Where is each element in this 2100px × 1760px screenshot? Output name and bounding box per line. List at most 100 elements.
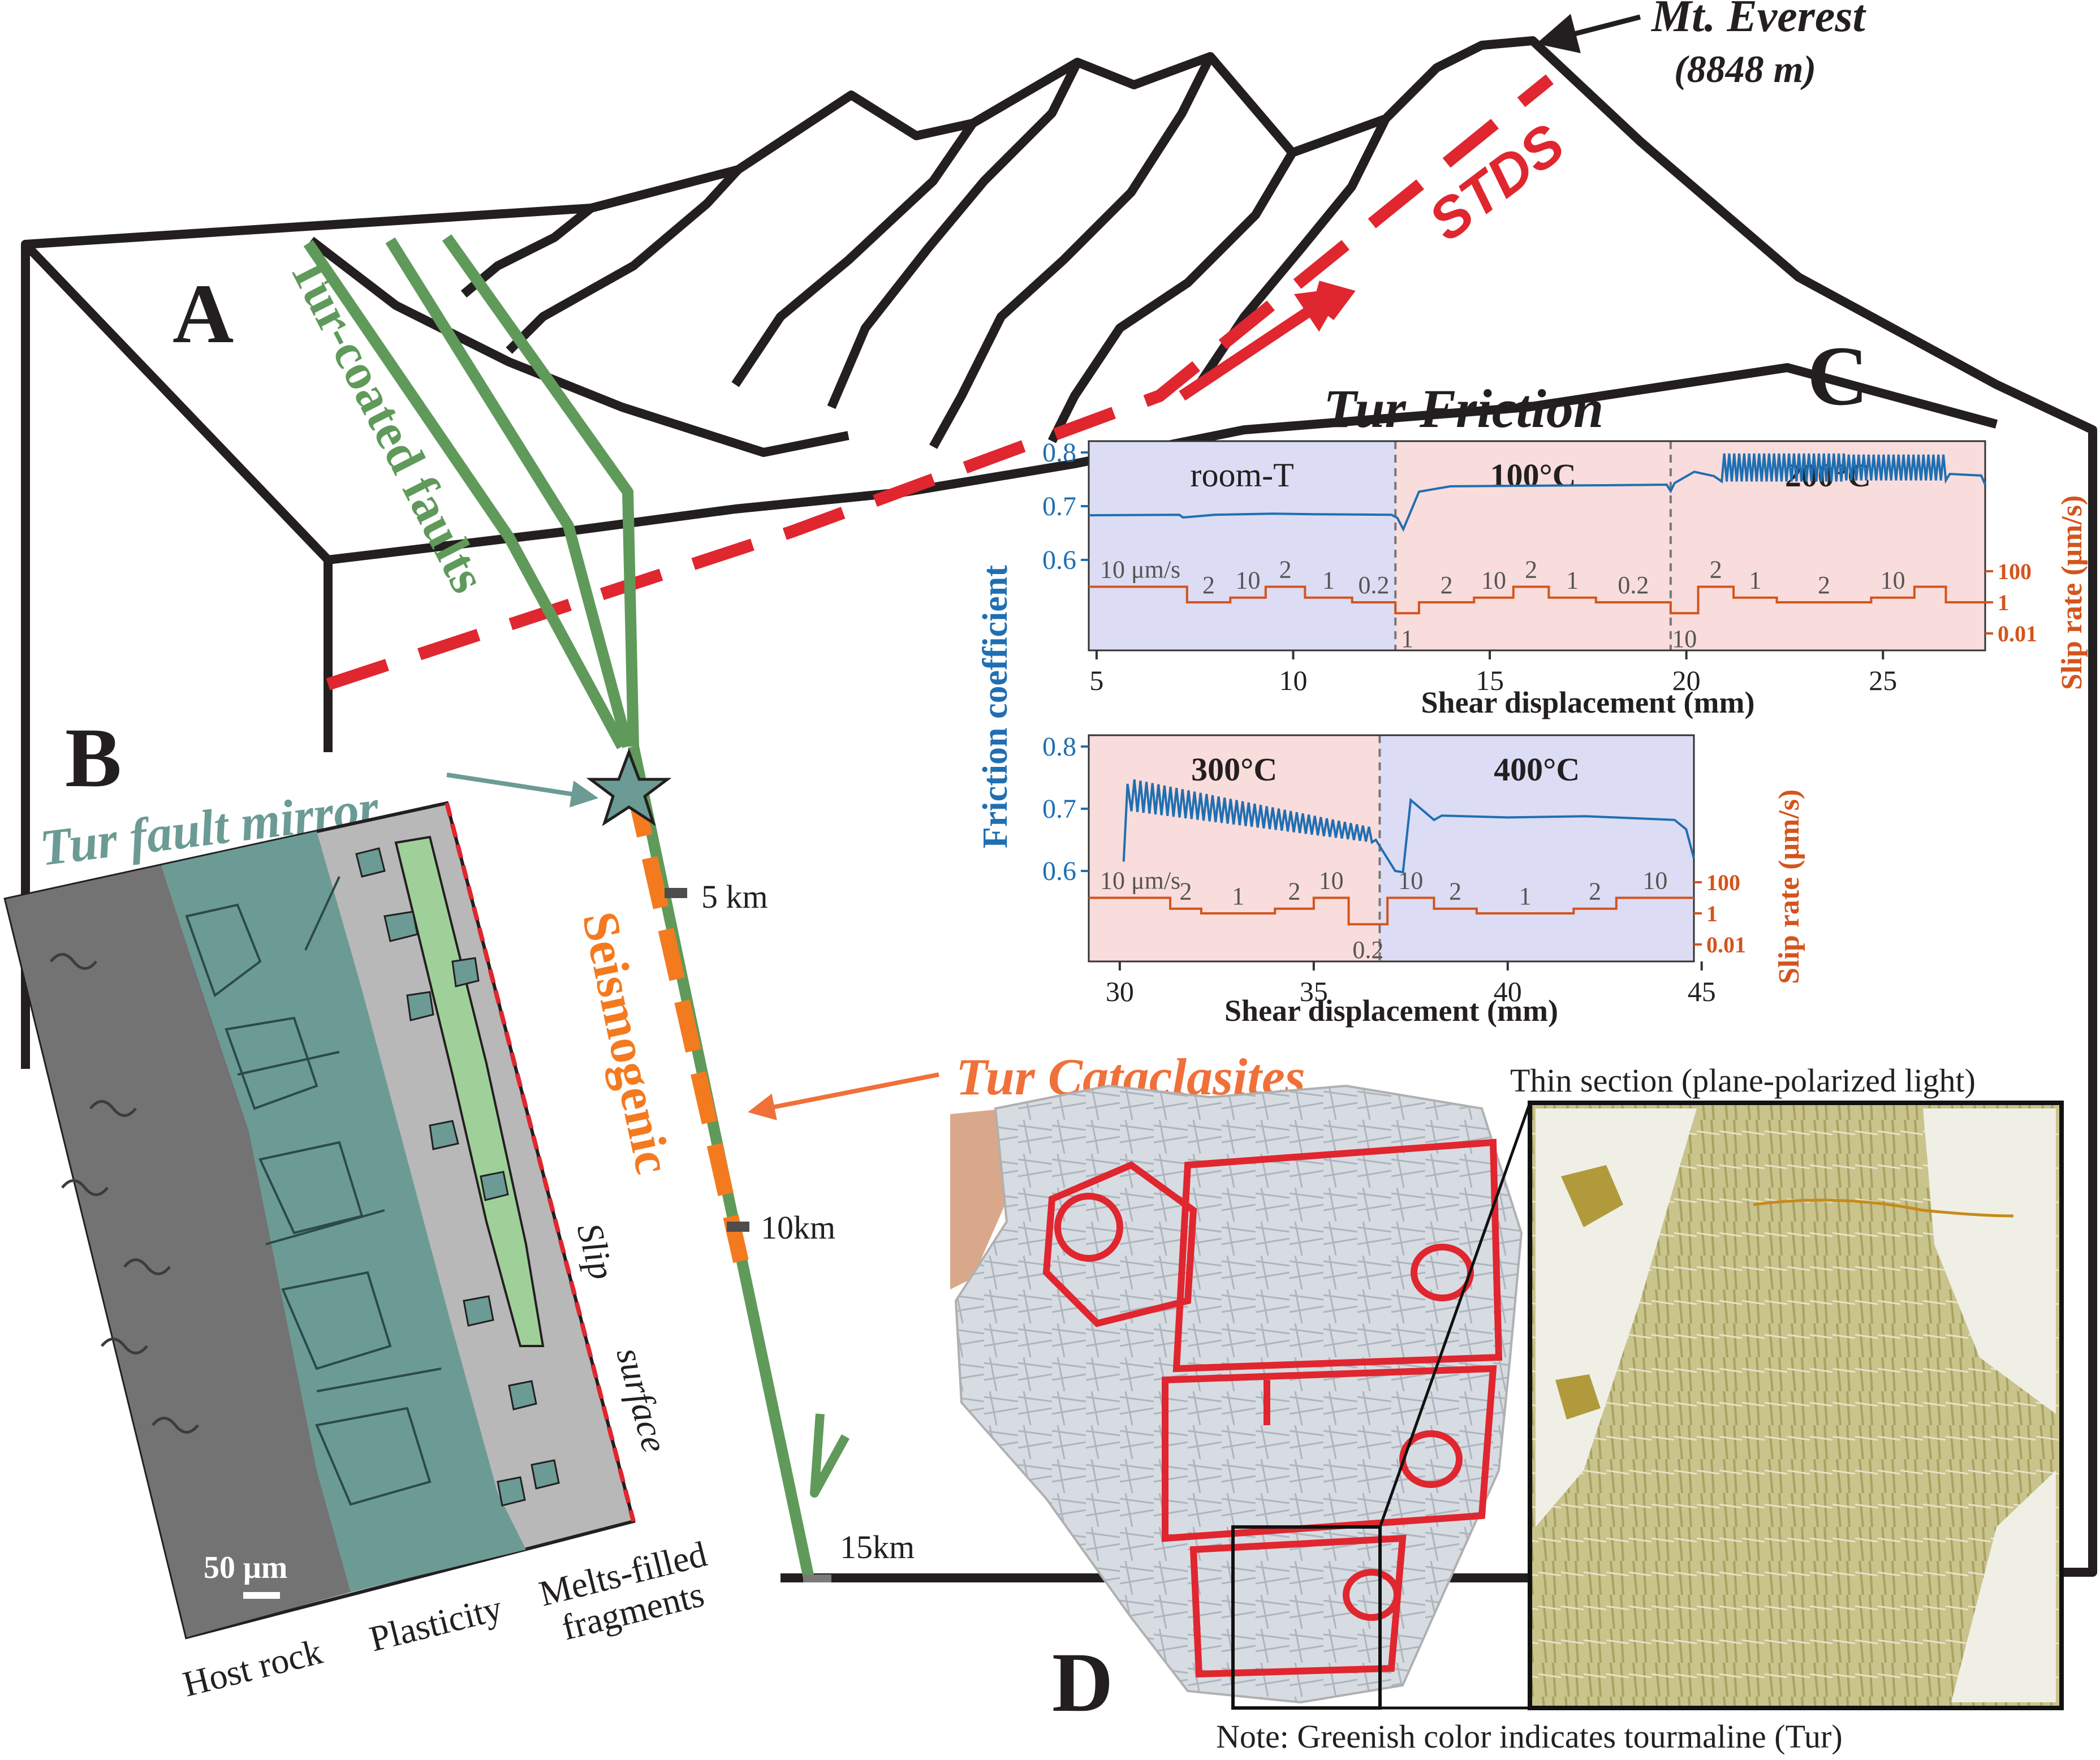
- y-tick-label-0: 0.6: [1042, 545, 1076, 575]
- zoom-box: [1231, 1525, 1382, 1710]
- zoom-line-top: [1378, 1102, 1532, 1528]
- x-tick-label-0: 5: [1089, 665, 1103, 696]
- rate-label-6: 10: [1398, 867, 1423, 895]
- rate-label-9: 2: [1589, 878, 1601, 905]
- zone-label-0: room-T: [1190, 456, 1293, 494]
- seismogenic-zone: [626, 784, 749, 1263]
- rate-label-16: 10: [1881, 567, 1905, 594]
- panel-d-label: D: [1052, 1636, 1113, 1729]
- x-axis-label: Shear displacement (mm): [1421, 685, 1755, 719]
- stds-label: STDS: [1417, 112, 1576, 253]
- x-tick-label-1: 10: [1279, 665, 1307, 696]
- slip-label: Slip: [569, 1219, 622, 1284]
- rate-label-10: 10: [1642, 867, 1667, 895]
- rate-label-4: 10: [1319, 867, 1344, 895]
- rate-label-1: 2: [1179, 878, 1192, 905]
- x-tick-label-1: 35: [1300, 976, 1328, 1007]
- y2-tick-label-1: 1: [1998, 590, 2009, 615]
- fault-mirror-arrow: [446, 773, 598, 808]
- slip-rate-series-line: [1089, 585, 1985, 615]
- friction-series-line: [1088, 453, 1986, 532]
- x-tick-label-2: 15: [1476, 665, 1504, 696]
- mountain-ridge-1: [308, 236, 850, 457]
- rate-label-8: 1: [1519, 882, 1532, 910]
- zone-label-1: 400°C: [1494, 751, 1580, 788]
- depth-10-label: 10km: [761, 1209, 835, 1246]
- rate-label-2: 1: [1232, 882, 1244, 910]
- zone-bg-1: [1379, 735, 1694, 961]
- rate-label-1: 2: [1202, 571, 1215, 599]
- x-tick-label-0: 30: [1106, 976, 1134, 1007]
- fault-mirror-panel: 50 μm: [3, 801, 636, 1640]
- y2-tick-label-2: 0.01: [1706, 932, 1746, 957]
- slip-surface-line: [445, 802, 636, 1522]
- plasticity-zone: [161, 831, 526, 1592]
- zone-label-0: 300°C: [1191, 751, 1277, 788]
- rate-label-4: 1: [1322, 567, 1335, 594]
- y2-tick-label-0: 100: [1998, 559, 2032, 584]
- thin-section-photo: [1528, 1101, 2064, 1710]
- rate-label-7: 2: [1449, 878, 1461, 905]
- mountain-ridge-5: [827, 60, 1082, 409]
- thin-section-tur-grains: [1555, 1165, 1623, 1420]
- rate-label-3: 2: [1279, 556, 1292, 584]
- plasticity-grains: [185, 876, 442, 1506]
- ridge-front-line: [327, 363, 1998, 564]
- y2-tick-label-1: 1: [1706, 901, 1718, 926]
- rate-label-6: 1: [1401, 625, 1413, 653]
- y2-tick-label-0: 100: [1706, 870, 1740, 895]
- cataclasite-sample-photo: [950, 1084, 1532, 1710]
- slip-rate-series-line: [1089, 896, 1694, 926]
- rate-label-7: 2: [1441, 571, 1453, 599]
- rate-label-3: 2: [1288, 878, 1301, 905]
- mountain-ridge-6: [929, 54, 1215, 449]
- everest-arrow: [1536, 14, 1641, 54]
- stds-fault: [326, 74, 1554, 691]
- host-rock-zone: [6, 865, 351, 1637]
- panel-b-label: B: [65, 711, 122, 805]
- cataclasites-arrow: [748, 1072, 939, 1120]
- rate-label-0: 10 μm/s: [1100, 556, 1180, 584]
- y-tick-label-2: 0.8: [1042, 732, 1076, 762]
- y-tick-label-0: 0.6: [1042, 856, 1076, 886]
- rate-label-5: 0.2: [1352, 936, 1383, 964]
- y-tick-label-1: 0.7: [1042, 794, 1076, 824]
- x-tick-label-3: 20: [1672, 665, 1701, 696]
- rate-label-14: 1: [1749, 567, 1761, 594]
- rate-label-5: 0.2: [1359, 571, 1390, 599]
- fault-mirror-star: [586, 748, 672, 826]
- depth-15-label: 15km: [840, 1529, 915, 1565]
- rate-label-12: 10: [1672, 625, 1697, 653]
- slip-rate-ylabel-bottom: Slip rate (μm/s): [1773, 790, 1805, 984]
- zone-bg-0: [1089, 735, 1380, 961]
- depth-tick-5: [665, 888, 687, 898]
- mt-everest-label: Mt. Everest: [1650, 0, 1867, 41]
- host-rock-waves: [50, 953, 199, 1434]
- depth-tick-15: [803, 1574, 831, 1582]
- depth-tick-10: [727, 1222, 749, 1232]
- thin-section-clear-areas: [1536, 1108, 2056, 1702]
- tur-friction-title: Tur Friction: [1323, 378, 1603, 439]
- y-tick-label-2: 0.8: [1042, 438, 1076, 468]
- x-tick-label-4: 25: [1869, 665, 1897, 696]
- rate-label-10: 1: [1566, 567, 1579, 594]
- rate-label-0: 10 μm/s: [1100, 867, 1180, 895]
- mountain-ridge-3: [506, 166, 741, 354]
- x-tick-label-2: 40: [1494, 976, 1522, 1007]
- fragment-shapes: [355, 847, 560, 1507]
- rate-label-15: 2: [1818, 571, 1830, 599]
- hand-shape: [950, 1108, 1012, 1289]
- x-axis-label: Shear displacement (mm): [1224, 994, 1558, 1028]
- rate-label-13: 2: [1710, 556, 1722, 584]
- rate-label-9: 2: [1525, 556, 1537, 584]
- note-text: Note: Greenish color indicates tourmalin…: [1216, 1718, 1843, 1755]
- mt-everest-elevation: (8848 m): [1674, 48, 1816, 90]
- zone-label-1: 100°C: [1490, 457, 1576, 494]
- panel-c-label: C: [1807, 329, 1868, 423]
- block-diagram: [21, 36, 2097, 1582]
- scale-bar: [243, 1592, 280, 1599]
- rate-label-8: 10: [1481, 567, 1506, 594]
- plasticity-label: Plasticity: [365, 1588, 506, 1659]
- thin-section-vein: [1753, 1198, 2014, 1218]
